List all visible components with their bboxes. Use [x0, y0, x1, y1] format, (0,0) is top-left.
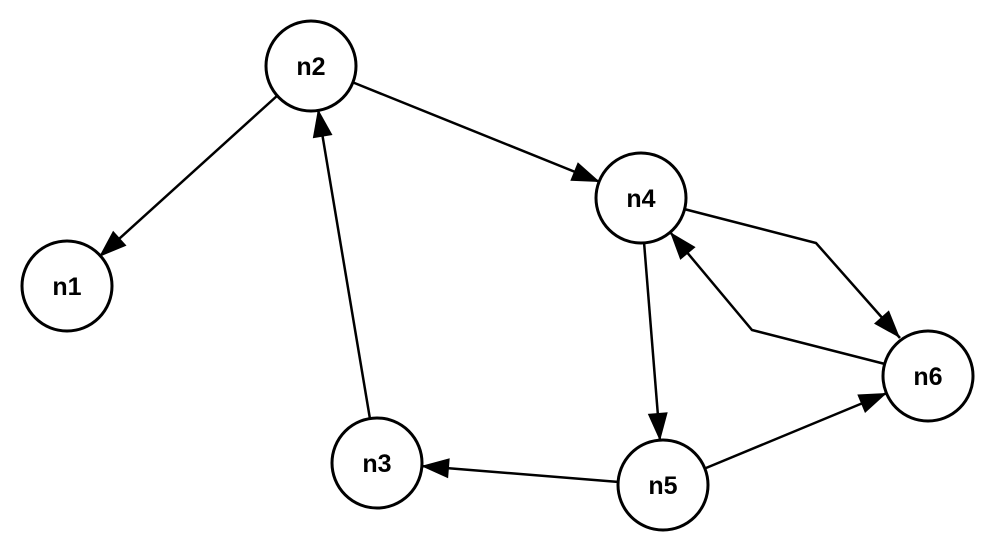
- edge-n3-n2: [316, 108, 372, 420]
- node-n6: [881, 329, 975, 423]
- node-n1: [20, 239, 114, 333]
- edge-n2-n4: [351, 80, 601, 184]
- node-label-n1: n1: [52, 273, 81, 301]
- arrowhead-n4-n6: [874, 310, 900, 338]
- edge-n4-n6: [683, 207, 901, 339]
- arrowhead-n4-n5: [647, 412, 668, 441]
- arrowhead-n3-n2: [312, 109, 333, 139]
- arrowhead-n2-n1: [99, 230, 127, 257]
- node-label-n6: n6: [913, 363, 942, 391]
- node-label-n4: n4: [626, 185, 655, 213]
- edge-n2-n1: [98, 94, 279, 258]
- arrowhead-n5-n6: [857, 393, 887, 413]
- node-label-n5: n5: [648, 472, 677, 500]
- node-label-n3: n3: [362, 450, 391, 478]
- edge-n5-n6: [705, 391, 888, 470]
- arrowhead-n6-n4: [670, 232, 696, 260]
- arrowhead-n5-n3: [421, 458, 450, 479]
- edge-n5-n3: [420, 464, 620, 484]
- node-n5: [616, 438, 710, 532]
- node-n3: [330, 416, 424, 510]
- edge-n4-n5: [642, 241, 662, 442]
- node-n2: [264, 19, 358, 113]
- node-label-n2: n2: [296, 53, 325, 81]
- edge-n6-n4: [669, 231, 886, 366]
- node-n4: [594, 151, 688, 245]
- arrowhead-n2-n4: [570, 162, 600, 182]
